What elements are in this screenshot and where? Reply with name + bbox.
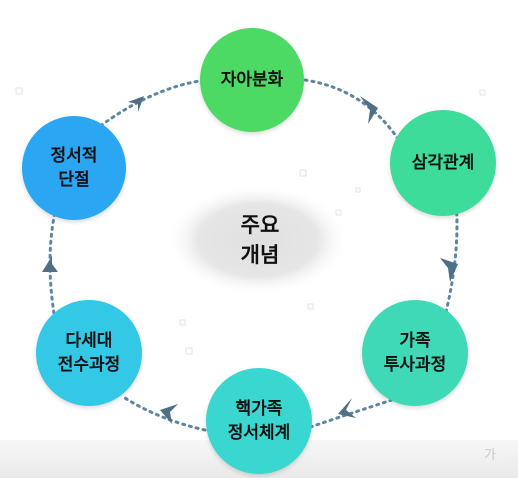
arrow-4 [160, 404, 178, 424]
center-blob [166, 184, 350, 296]
arrow-5 [42, 256, 58, 272]
connector-1 [303, 78, 407, 152]
node-label: 핵가족 정서체계 [227, 399, 291, 443]
arrowheads [42, 96, 458, 424]
node-family-projection: 가족 투사과정 [362, 300, 468, 406]
watermark: 가 [484, 448, 496, 463]
node-label: 자아분화 [220, 70, 284, 90]
node-label: 다세대 전수과정 [57, 331, 121, 375]
arrow-2 [440, 258, 458, 282]
node-label: 삼각관계 [411, 153, 475, 173]
node-label: 정서적 단절 [50, 146, 98, 190]
node-nuclear-family: 핵가족 정서체계 [206, 368, 312, 474]
decor-squares [15, 87, 486, 355]
node-emotional-cutoff: 정서적 단절 [22, 116, 126, 220]
node-label: 가족 투사과정 [383, 331, 447, 375]
center-concept-label: 주요 개념 [240, 213, 280, 267]
arrow-6 [128, 96, 144, 112]
connector-6 [93, 78, 207, 132]
node-triangulation: 삼각관계 [390, 110, 496, 216]
arrow-1 [360, 96, 378, 124]
node-multigenerational: 다세대 전수과정 [36, 300, 142, 406]
arrow-3 [338, 398, 356, 418]
connector-3 [300, 398, 394, 432]
node-self-differentiation: 자아분화 [200, 28, 304, 132]
connector-4 [123, 396, 207, 432]
